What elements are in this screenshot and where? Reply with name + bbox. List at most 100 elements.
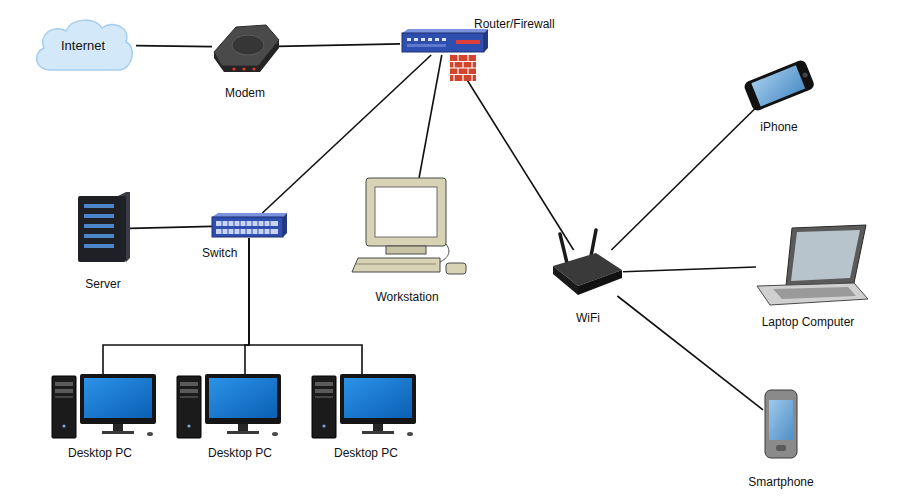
mouse xyxy=(446,263,466,274)
keyboard xyxy=(352,258,440,272)
device-label: WiFi xyxy=(576,311,600,325)
switch-top xyxy=(212,213,287,217)
server-bay xyxy=(84,244,114,248)
device-label: Desktop PC xyxy=(208,446,272,460)
device-label: Server xyxy=(85,277,120,291)
firewall-bricks xyxy=(450,55,476,81)
device-label: Smartphone xyxy=(748,475,813,489)
server-bay xyxy=(84,214,114,218)
network-link xyxy=(623,267,756,272)
firewall-icon xyxy=(450,55,476,81)
switch-icon xyxy=(212,213,287,237)
router-front xyxy=(402,33,484,52)
switch-front xyxy=(212,217,283,237)
wifi-side xyxy=(578,270,622,295)
modem-led xyxy=(252,67,255,70)
wifi-front xyxy=(553,266,578,295)
laptop-icon xyxy=(757,225,868,305)
server-bay xyxy=(84,234,114,238)
network-link xyxy=(419,55,442,178)
device-node: Workstation xyxy=(352,178,468,276)
device-node: Desktop PC xyxy=(50,374,158,440)
network-link xyxy=(249,238,362,374)
network-link xyxy=(452,55,574,250)
firewall-mortar xyxy=(450,55,476,81)
router-port xyxy=(428,38,432,41)
phone-button xyxy=(776,445,786,451)
keyboard-keys xyxy=(356,264,436,265)
router-port xyxy=(421,38,425,41)
switch-port-dividers xyxy=(222,221,270,234)
phone-button xyxy=(802,72,809,79)
cloud-node: Internet xyxy=(30,14,136,76)
device-label: Router/Firewall xyxy=(474,17,555,31)
router-port xyxy=(442,38,446,41)
device-node: WiFi xyxy=(553,250,623,296)
laptop-screen xyxy=(791,230,860,281)
device-label: Workstation xyxy=(375,290,438,304)
device-node: Modem xyxy=(212,22,278,72)
mouse-cord xyxy=(440,244,449,262)
antenna xyxy=(560,234,567,263)
switch-side xyxy=(283,213,287,237)
router-led-strip xyxy=(456,40,480,44)
phone-screen xyxy=(751,65,805,106)
device-node: Smartphone xyxy=(763,389,799,459)
workstation-icon xyxy=(352,178,466,274)
router-side xyxy=(484,29,488,52)
network-link xyxy=(130,226,212,228)
network-link xyxy=(278,44,400,46)
modem-led xyxy=(232,67,235,70)
desktop-pc-icon xyxy=(312,374,416,438)
router-port xyxy=(435,38,439,41)
phone-body xyxy=(765,390,797,458)
server-bay xyxy=(84,224,114,228)
router-port-row xyxy=(407,44,446,47)
smartphone-icon xyxy=(765,390,797,458)
device-node: Server xyxy=(76,194,130,264)
network-link xyxy=(611,108,755,250)
server-bay xyxy=(84,204,114,208)
wifi-router-icon xyxy=(553,230,622,295)
cloud-outline xyxy=(37,20,133,70)
phone-screen xyxy=(769,400,793,440)
device-node: Switch xyxy=(212,213,286,238)
phone-body xyxy=(743,59,816,112)
server-icon xyxy=(78,192,130,262)
device-node: Desktop PC xyxy=(310,374,418,440)
device-node: Laptop Computer xyxy=(756,224,868,306)
device-node: Router/Firewall xyxy=(400,31,488,55)
device-label: iPhone xyxy=(760,120,797,134)
network-link xyxy=(617,296,763,410)
switch-ports xyxy=(216,221,278,226)
server-body xyxy=(78,196,126,262)
iphone-icon xyxy=(743,59,816,112)
switch-ports xyxy=(216,229,278,234)
laptop-lid xyxy=(786,225,866,286)
monitor-base xyxy=(386,246,426,254)
network-link xyxy=(136,45,212,48)
crt-screen xyxy=(375,187,437,237)
device-label: Switch xyxy=(202,246,237,260)
antenna xyxy=(591,230,596,256)
device-label: Laptop Computer xyxy=(762,315,855,329)
device-label: Desktop PC xyxy=(334,446,398,460)
desktop-pc-icon xyxy=(177,374,281,438)
crt-monitor xyxy=(366,178,446,246)
desktop-pc-icon xyxy=(52,374,156,438)
device-node: Desktop PC xyxy=(175,374,283,440)
device-label: Modem xyxy=(225,86,265,100)
router-port xyxy=(407,38,411,41)
laptop-keyboard xyxy=(773,287,856,299)
cloud-label: Internet xyxy=(61,38,105,53)
laptop-base xyxy=(757,283,868,305)
device-node: iPhone xyxy=(745,62,813,108)
router-icon xyxy=(402,29,488,52)
device-label: Desktop PC xyxy=(68,446,132,460)
router-port xyxy=(414,38,418,41)
modem-led xyxy=(242,67,245,70)
modem-dome xyxy=(232,35,264,55)
